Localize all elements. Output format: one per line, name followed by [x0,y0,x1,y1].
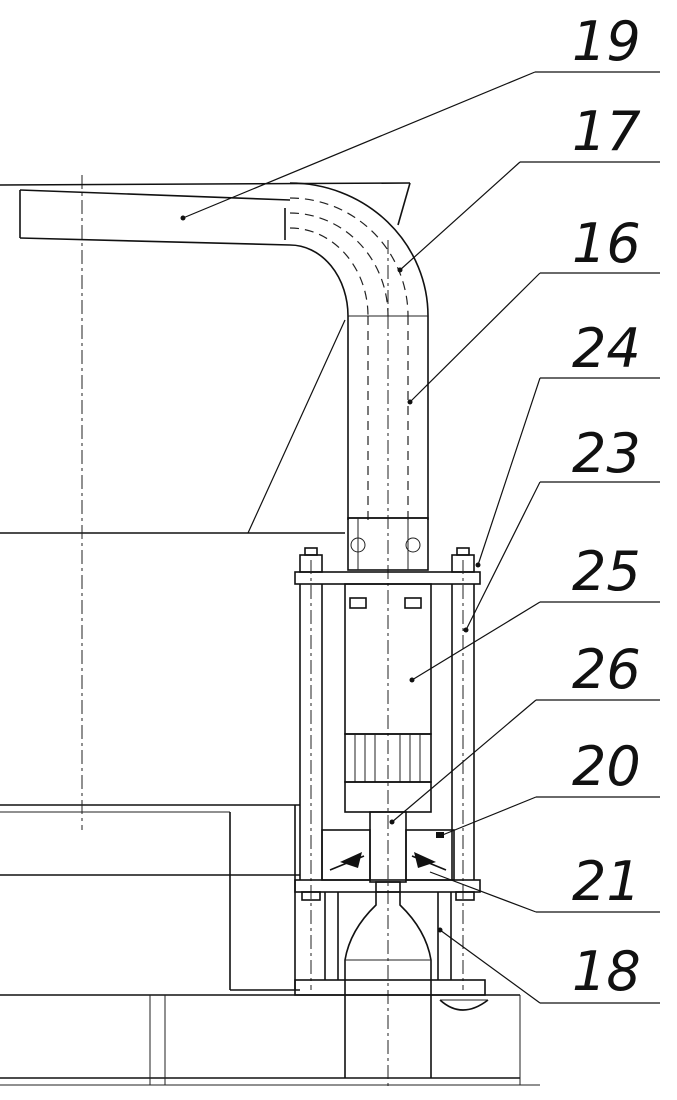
callout-20: 20 [572,735,641,798]
callout-26: 26 [572,638,641,701]
callout-24: 24 [572,317,641,380]
pipe-16 [347,240,429,1090]
callout-23: 23 [572,422,641,485]
callout-21: 21 [572,850,641,913]
chute-19 [0,182,411,246]
container-18 [294,892,489,1078]
callout-16: 16 [572,212,641,275]
body-25 [344,583,432,813]
flange-bolts [347,517,429,609]
callout-25: 25 [572,540,641,603]
bottom-plate [294,879,481,980]
housing-frame [0,175,540,1086]
callout-labels: 19 17 16 24 23 25 26 20 21 18 [572,10,641,1003]
leader-lines [180,71,660,1004]
callout-18: 18 [572,940,641,1003]
callout-19: 19 [572,10,641,73]
pipe-bend-17 [289,182,429,317]
callout-17: 17 [572,100,641,163]
